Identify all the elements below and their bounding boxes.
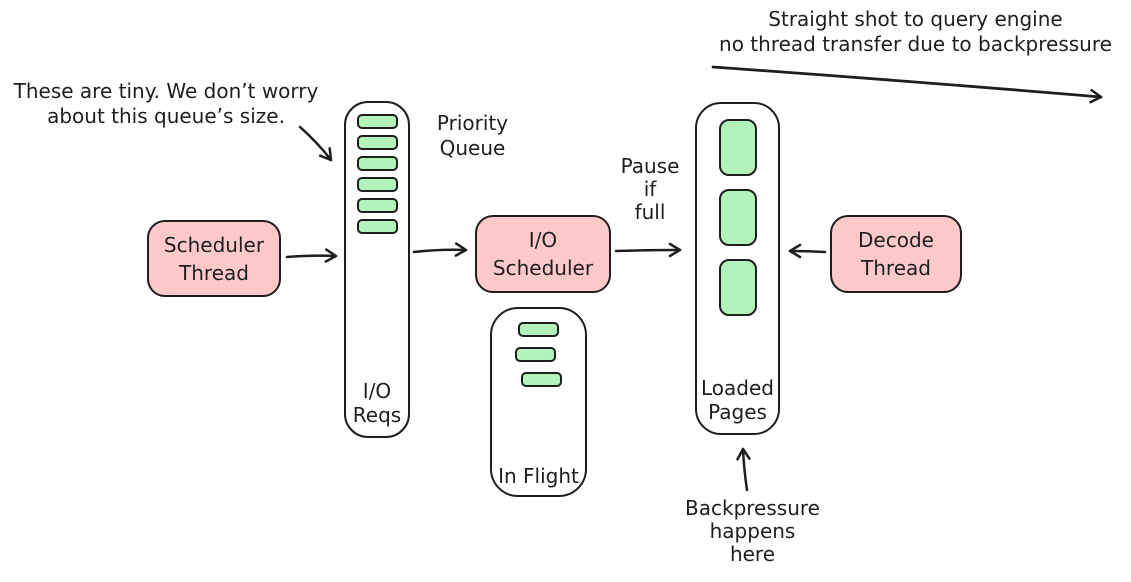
queue-item [356,156,398,171]
queue-in-flight-label: In Flight [498,464,579,488]
loaded-page-item [718,189,757,246]
loaded-page-item [718,259,757,316]
arrow-io-scheduler-to-loaded-pages [614,242,682,258]
queue-in-flight: In Flight [490,307,587,497]
queue-loaded-pages-label: Loaded Pages [701,376,774,424]
in-flight-items [492,322,585,387]
loaded-page-item [718,119,757,176]
queue-item [356,198,398,213]
arrow-scheduler-to-ioreqs [285,248,338,263]
queue-item [518,322,559,337]
node-io-scheduler-label: I/O Scheduler [492,228,594,280]
queue-io-reqs: I/O Reqs [344,101,410,438]
arrow-backpressure-up [736,447,751,492]
queue-item [356,177,398,192]
loaded-pages-items [697,119,778,316]
arrow-decode-to-loaded-pages [788,243,827,259]
annotation-straight-shot: Straight shot to query engine no thread … [719,7,1112,56]
queue-item [515,347,556,362]
annotation-priority-queue: Priority Queue [436,111,509,160]
arrow-straight-shot [711,65,1103,104]
node-decode-thread-label: Decode Thread [858,228,934,280]
node-io-scheduler: I/O Scheduler [475,215,611,293]
node-decode-thread: Decode Thread [830,215,962,293]
io-reqs-items [346,114,408,234]
arrow-note-to-ioreqs [298,125,333,162]
annotation-pause-if-full: Pause if full [620,154,680,224]
queue-item [356,114,398,129]
annotation-backpressure: Backpressure happens here [685,496,820,566]
node-scheduler-thread: Scheduler Thread [147,220,281,297]
node-scheduler-thread-label: Scheduler Thread [163,232,265,285]
queue-item [356,219,398,234]
annotation-queue-size: These are tiny. We don’t worry about thi… [13,79,319,128]
queue-item [356,135,398,150]
queue-item [521,372,562,387]
arrow-ioreqs-to-io-scheduler [412,242,468,257]
queue-io-reqs-label: I/O Reqs [352,379,402,427]
queue-loaded-pages: Loaded Pages [695,102,780,435]
